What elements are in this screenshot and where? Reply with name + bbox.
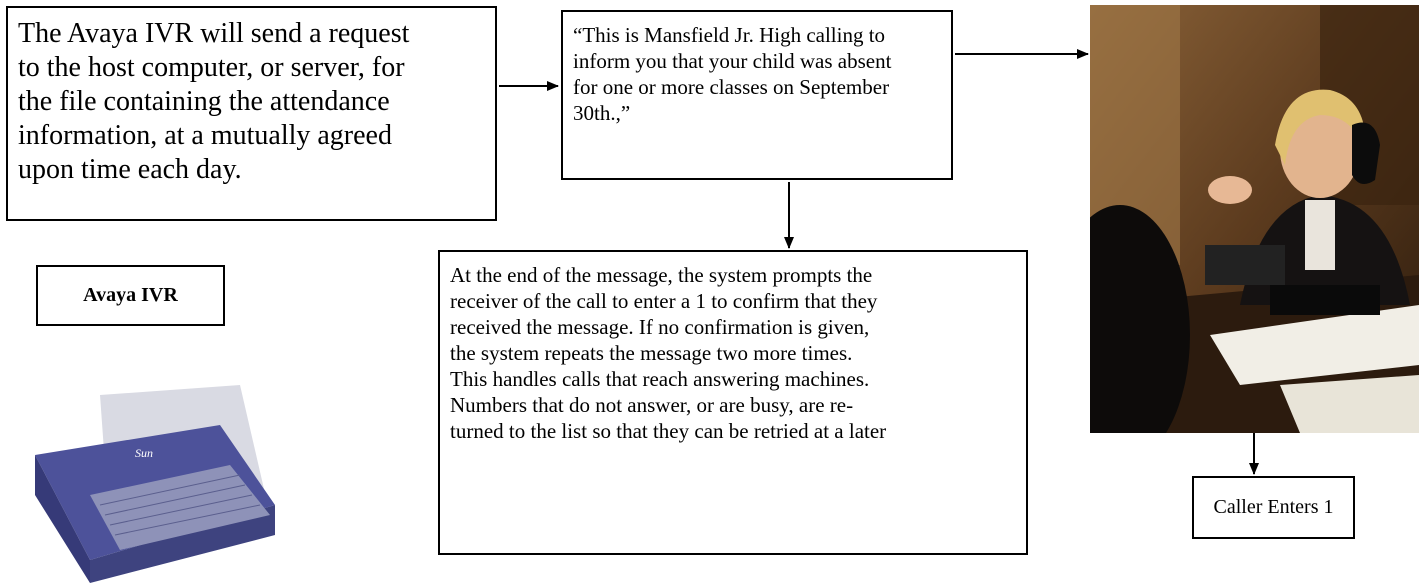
caller-photo — [1090, 5, 1419, 433]
ivr-label: Avaya IVR — [83, 284, 178, 306]
request-text: The Avaya IVR will send a request to the… — [18, 18, 410, 185]
prompt-box: At the end of the message, the system pr… — [438, 250, 1028, 555]
message-box: “This is Mansfield Jr. High calling to i… — [561, 10, 953, 180]
ivr-label-box: Avaya IVR — [36, 265, 225, 326]
request-box: The Avaya IVR will send a request to the… — [6, 6, 497, 221]
server-brand: Sun — [135, 446, 153, 460]
message-text: “This is Mansfield Jr. High calling to i… — [573, 23, 892, 125]
server-image: Sun — [35, 385, 275, 583]
confirm-text: Caller Enters 1 — [1213, 496, 1334, 518]
prompt-text: At the end of the message, the system pr… — [450, 263, 887, 443]
confirm-box: Caller Enters 1 — [1192, 476, 1355, 539]
